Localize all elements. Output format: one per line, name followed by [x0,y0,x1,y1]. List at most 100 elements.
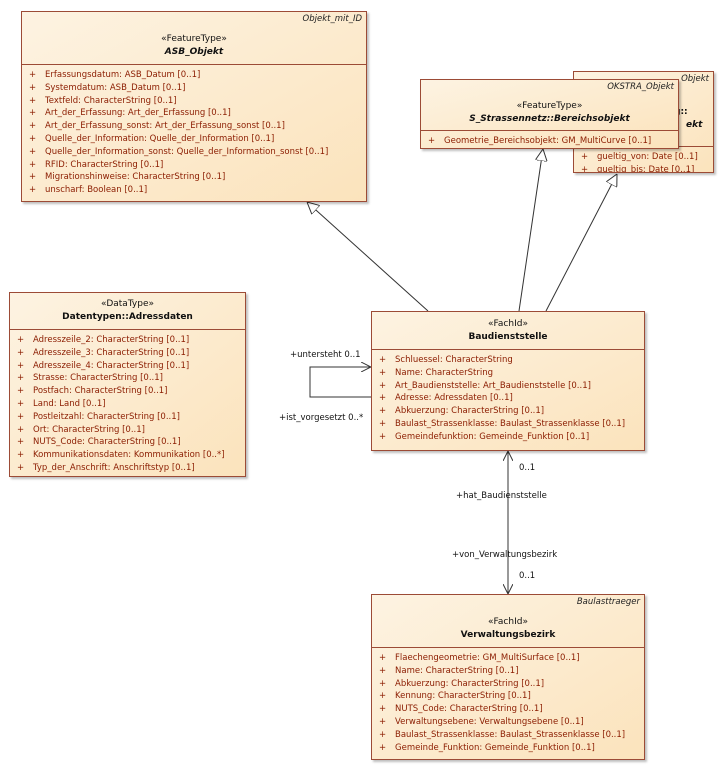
attribute-text: RFID: CharacterString [0..1] [45,159,164,170]
visibility-marker: + [379,716,387,727]
attribute-row: +Quelle_der_Information_sonst: Quelle_de… [22,146,366,159]
visibility-marker: + [29,108,37,119]
visibility-marker: + [379,665,387,676]
attribute-text: Baulast_Strassenklasse: Baulast_Strassen… [395,729,626,740]
attribute-text: gueltig_von: Date [0..1] [597,152,698,162]
visibility-marker: + [581,152,589,162]
class-baudienststelle[interactable]: «FachId» Baudienststelle +Schluessel: Ch… [371,311,645,451]
class-corner-label: Baulasttraeger [576,597,640,607]
attribute-row: + Baulast_Strassenklasse: Baulast_Strasse… [372,729,644,742]
attribute-row: + Gemeindefunktion: Gemeinde_Funktion [0.… [372,431,644,444]
attribute-text: Flaechengeometrie: GM_MultiSurface [0..1… [395,653,580,663]
visibility-marker: + [29,70,37,80]
role-label-von-verwaltungsbezirk: +von_Verwaltungsbezirk [452,550,558,560]
visibility-marker: + [17,360,25,371]
visibility-marker: + [17,437,25,448]
generalization-okstra-objekt [545,174,617,312]
visibility-marker: + [379,380,387,391]
class-bereichsobjekt[interactable]: OKSTRA_Objekt «FeatureType» S_Strassenne… [420,79,679,149]
attribute-row: + Name: CharacterString [372,367,644,380]
multiplicity-label-top: 0..1 [519,463,536,473]
visibility-marker: + [29,172,37,183]
attribute-text: Name: CharacterString [0..1] [395,665,519,676]
attribute-row: + Migrationshinweise: CharacterString [0.… [22,171,366,184]
attribute-row: +Ort: CharacterString [0..1] [10,424,245,437]
role-label-hat-baudienststelle: +hat_Baudienststelle [456,491,547,501]
class-adressdaten[interactable]: «DataType» Datentypen::Adressdaten +Adre… [9,292,246,477]
attribute-text: NUTS_Code: CharacterString [0..1] [33,437,181,448]
visibility-marker: + [379,355,387,365]
attribute-text: NUTS_Code: CharacterString [0..1] [395,704,543,715]
class-corner-label: OKSTRA_Objekt [607,82,674,92]
attribute-row: +Systemdatum: ASB_Datum [0..1] [22,82,366,95]
class-corner-label: Objekt [681,74,709,84]
attribute-text: Art_der_Erfassung_sonst: Art_der_Erfassu… [45,121,285,132]
visibility-marker: + [29,121,37,132]
attribute-row: + Adresszeile_4: CharacterString [0..1] [10,360,245,373]
attribute-row: + Art_der_Erfassung_sonst: Art_der_Erfass… [22,120,366,133]
role-label-ist-vorgesetzt: +ist_vorgesetzt 0..* [279,413,364,423]
visibility-marker: + [29,185,37,196]
attribute-row: + RFID: CharacterString [0..1] [22,159,366,172]
attribute-text: Postleitzahl: CharacterString [0..1] [33,411,180,422]
attribute-text: Adresszeile_3: CharacterString [0..1] [33,347,190,358]
attribute-text: Adresszeile_2: CharacterString [0..1] [33,335,190,345]
generalization-bereichsobjekt [518,149,543,312]
attribute-row: +Kommunikationsdaten: Kommunikation [0..… [10,449,245,462]
attribute-row: + Quelle_der_Information: Quelle_der_Info… [22,133,366,146]
class-name: Verwaltungsbezirk [460,630,556,640]
attribute-text: Baulast_Strassenklasse: Baulast_Strassen… [395,418,626,429]
class-verwaltungsbezirk[interactable]: Baulasttraeger «FachId» Verwaltungsbezir… [371,594,645,760]
class-stereotype: «FeatureType» [161,34,227,44]
attribute-text: Gemeindefunktion: Gemeinde_Funktion [0..… [395,431,590,442]
attribute-row: +Postfach: CharacterString [0..1] [10,385,245,398]
attribute-text: Verwaltungsebene: Verwaltungsebene [0..1… [395,716,584,727]
visibility-marker: + [29,146,37,157]
attribute-text: Gemeinde_Funktion: Gemeinde_Funktion [0.… [395,742,595,753]
attribute-row: +Art_der_Erfassung: Art_der_Erfassung [0… [22,107,366,120]
attribute-text: Kommunikationsdaten: Kommunikation [0..*… [33,450,225,461]
attribute-text: Systemdatum: ASB_Datum [0..1] [45,82,186,93]
attribute-text: Name: CharacterString [395,367,493,378]
visibility-marker: + [379,729,387,740]
attribute-text: Adresszeile_4: CharacterString [0..1] [33,360,190,371]
attribute-text: Quelle_der_Information: Quelle_der_Infor… [45,133,275,144]
attribute-text: Erfassungsdatum: ASB_Datum [0..1] [45,70,201,80]
attribute-row: +Flaechengeometrie: GM_MultiSurface [0..… [372,652,644,665]
attribute-row: +Gemeinde_Funktion: Gemeinde_Funktion [0… [372,742,644,755]
class-partial-line: g:: [674,107,688,117]
visibility-marker: + [379,431,387,442]
attribute-row: + Erfassungsdatum: ASB_Datum [0..1] [22,69,366,82]
visibility-marker: + [29,95,37,106]
class-stereotype: «FachId» [488,319,528,329]
class-asb-objekt[interactable]: Objekt_mit_ID «FeatureType» ASB_Objekt +… [21,11,367,202]
class-corner-label: Objekt_mit_ID [302,14,362,24]
visibility-marker: + [17,386,25,397]
attribute-row: + gueltig_von: Date [0..1] [574,151,713,164]
visibility-marker: + [581,164,589,173]
attribute-text: Land: Land [0..1] [33,398,106,409]
attribute-row: +gueltig_bis: Date [0..1] [574,164,713,173]
visibility-marker: + [379,367,387,378]
visibility-marker: + [379,704,387,715]
class-name: ASB_Objekt [164,47,224,57]
visibility-marker: + [379,691,387,702]
attribute-text: Strasse: CharacterString [0..1] [33,373,163,384]
attribute-text: Abkuerzung: CharacterString [0..1] [395,406,545,417]
class-stereotype: «FeatureType» [516,101,583,111]
attribute-text: Typ_der_Anschrift: Anschriftstyp [0..1] [33,462,195,473]
attribute-text: Migrationshinweise: CharacterString [0..… [45,172,226,183]
visibility-marker: + [428,136,436,146]
visibility-marker: + [17,411,25,422]
attribute-text: Kennung: CharacterString [0..1] [395,691,531,702]
attribute-row: +Typ_der_Anschrift: Anschriftstyp [0..1] [10,462,245,475]
attribute-text: Geometrie_Bereichsobjekt: GM_MultiCurve … [444,136,652,146]
visibility-marker: + [29,159,37,170]
attribute-row: + NUTS_Code: CharacterString [0..1] [372,703,644,716]
visibility-marker: + [29,133,37,144]
class-stereotype: «DataType» [100,299,154,309]
attribute-row: + NUTS_Code: CharacterString [0..1] [10,436,245,449]
visibility-marker: + [379,678,387,689]
attribute-row: +Textfeld: CharacterString [0..1] [22,95,366,108]
attribute-row: +Adresse: Adressdaten [0..1] [372,392,644,405]
